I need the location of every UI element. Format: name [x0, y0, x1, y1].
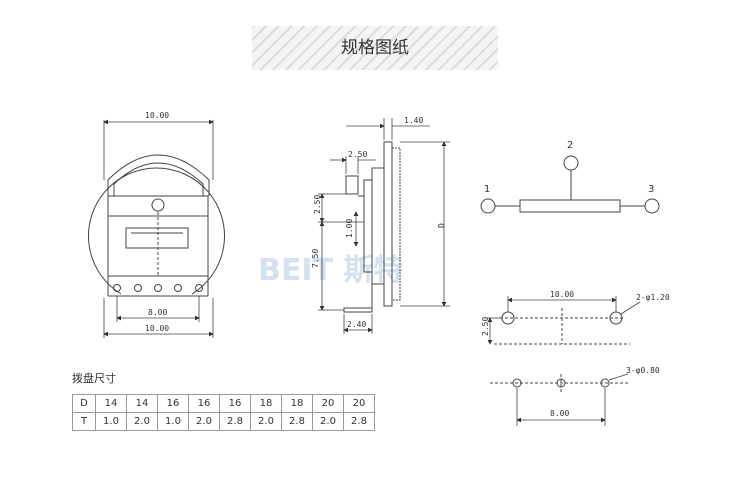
table-row-label: T [72, 412, 96, 431]
title-banner: 规格图纸 [252, 26, 498, 70]
table-cell: 18 [250, 394, 282, 413]
table-cell: 16 [157, 394, 189, 413]
schematic-pin-1: 1 [484, 184, 490, 195]
front-dim-bottom-width: 10.00 [145, 324, 169, 333]
top-footprint-dims [486, 296, 641, 345]
top-footprint-hole-note: 2-φ1.20 [636, 293, 670, 302]
schematic-pin-3: 3 [648, 184, 654, 195]
front-dim-top-width: 10.00 [145, 111, 169, 120]
table-row-label: D [72, 394, 96, 413]
table-cell: 2.0 [312, 412, 344, 431]
front-dim-lines [103, 119, 214, 338]
bottom-footprint [490, 374, 630, 394]
side-dim-base: 2.40 [347, 320, 366, 329]
bottom-footprint-width: 8.00 [550, 409, 569, 418]
front-dim-pin-spacing: 8.00 [148, 308, 167, 317]
table-cell: 14 [126, 394, 158, 413]
table-cell: 2.0 [188, 412, 220, 431]
dial-table-caption: 拨盘尺寸 [72, 372, 116, 385]
table-cell: 2.8 [219, 412, 251, 431]
side-view [343, 141, 401, 313]
bottom-footprint-hole-note: 3-φ0.80 [626, 366, 660, 375]
side-dim-diameter: D [437, 223, 446, 228]
table-cell: 2.0 [250, 412, 282, 431]
table-cell: 18 [281, 394, 313, 413]
page-title: 规格图纸 [341, 38, 409, 58]
side-dim-lower-height: 7.50 [311, 249, 320, 268]
schematic-symbol [480, 155, 660, 214]
table-cell: 2.0 [126, 412, 158, 431]
table-cell: 20 [312, 394, 344, 413]
side-dim-gap: 1.00 [345, 219, 354, 238]
bottom-footprint-dims [516, 373, 629, 426]
table-cell: 14 [95, 394, 127, 413]
table-cell: 20 [343, 394, 375, 413]
table-cell: 1.0 [95, 412, 127, 431]
top-footprint-width: 10.00 [550, 290, 574, 299]
side-dim-lines [318, 118, 450, 334]
side-dim-upper-height: 2.50 [313, 195, 322, 214]
side-dim-thickness: 1.40 [404, 116, 423, 125]
table-cell: 16 [219, 394, 251, 413]
top-footprint [494, 308, 630, 345]
top-footprint-height: 2.50 [481, 317, 490, 336]
table-cell: 2.8 [343, 412, 375, 431]
table-cell: 16 [188, 394, 220, 413]
table-cell: 1.0 [157, 412, 189, 431]
table-cell: 2.8 [281, 412, 313, 431]
watermark-text: BEIT 斯特 [258, 253, 403, 288]
side-dim-shaft: 2.50 [348, 150, 367, 159]
schematic-pin-2: 2 [567, 140, 573, 151]
front-view [88, 154, 225, 297]
